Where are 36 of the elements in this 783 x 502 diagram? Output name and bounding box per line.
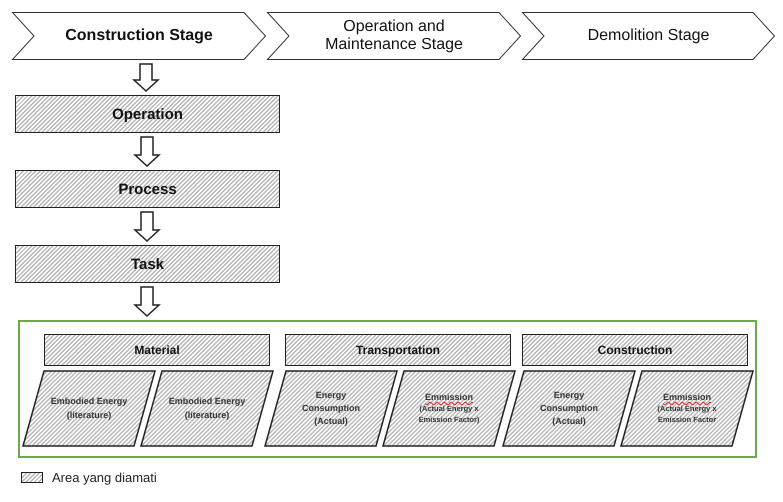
box-text: Energy Consumption (Actual) xyxy=(301,388,361,428)
stage-label: Demolition Stage xyxy=(588,26,710,46)
hatched-box xyxy=(285,334,511,366)
stage-banner xyxy=(12,12,266,60)
block-arrow xyxy=(133,286,161,318)
hatched-parallelogram xyxy=(140,370,274,447)
block-arrow xyxy=(133,136,161,168)
box-text: Embodied Energy (literature) xyxy=(168,395,246,422)
hatched-parallelogram xyxy=(264,370,398,447)
stage-label: Operation and Maintenance Stage xyxy=(324,18,464,54)
box-label: Task xyxy=(130,256,164,272)
legend-label: Area yang diamati xyxy=(52,470,157,485)
hatched-box xyxy=(522,334,748,366)
box-label: Construction xyxy=(598,343,672,357)
box-text: Embodied Energy (literature) xyxy=(50,395,128,422)
hatched-box xyxy=(15,245,280,283)
hatched-parallelogram xyxy=(382,370,516,447)
stage-banner xyxy=(522,12,775,60)
hatched-box xyxy=(15,170,280,208)
box-text: Emmission xyxy=(424,391,473,404)
block-arrow xyxy=(132,63,160,92)
stage-banner xyxy=(267,12,521,60)
hatched-box xyxy=(44,334,270,366)
hatched-parallelogram xyxy=(620,370,754,447)
hatched-parallelogram xyxy=(22,370,156,447)
hatched-parallelogram xyxy=(502,370,636,447)
block-arrow xyxy=(133,211,161,242)
box-label: Process xyxy=(118,180,177,198)
box-label: Transportation xyxy=(356,343,440,357)
group-container xyxy=(18,320,757,458)
box-text: Emmission xyxy=(662,391,711,404)
stage-label: Construction Stage xyxy=(65,26,213,46)
box-label: Operation xyxy=(112,106,183,122)
hatched-box xyxy=(15,95,280,133)
box-label: Material xyxy=(134,343,180,357)
box-text: Energy Consumption (Actual) xyxy=(539,388,599,428)
